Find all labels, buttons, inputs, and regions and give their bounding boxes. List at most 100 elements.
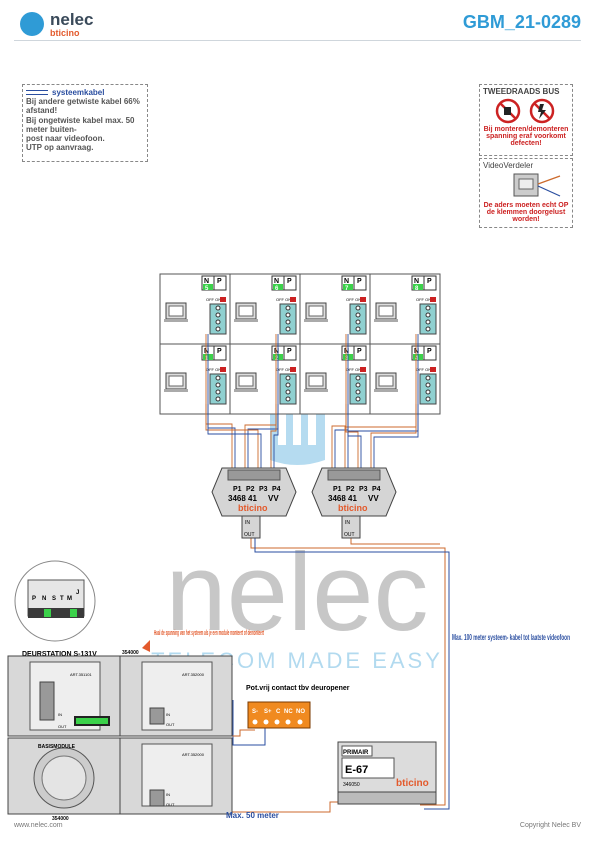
- keypad-label: M: [67, 596, 72, 602]
- terminal-label: N: [414, 348, 419, 355]
- port-label: P3: [259, 486, 268, 493]
- in-label: IN: [58, 712, 62, 717]
- logo-brand: bticino: [50, 28, 80, 38]
- switch-label: OFF ON: [276, 297, 291, 302]
- keypad-label: J: [76, 590, 79, 596]
- terminal-label: N: [204, 348, 209, 355]
- distributor-brand: bticino: [338, 503, 368, 513]
- warning-box: TWEEDRAADS BUS Bij monteren/demonteren s…: [479, 84, 573, 156]
- distributor-note-box: VideoVerdeler De aders moeten echt OP de…: [479, 158, 573, 228]
- legend-line: UTP op aanvraag.: [26, 143, 94, 153]
- distributor-note-text: De aders moeten echt OP de klemmen doorg…: [483, 202, 569, 223]
- port-label: P1: [333, 486, 342, 493]
- doc-code: GBM_21-0289: [462, 12, 581, 32]
- legend-line: Bij ongetwiste kabel max. 50 meter buite…: [26, 115, 135, 134]
- monitor-number: 3: [345, 356, 349, 362]
- switch-label: OFF ON: [416, 297, 431, 302]
- module-label: BASISMODULE: [38, 744, 76, 750]
- no-power-icon: [495, 98, 555, 124]
- door-station-title: DEURSTATION S-131V: [22, 651, 97, 658]
- terminal-label: P: [427, 348, 432, 355]
- relay-module: S- S+ C NC NO: [247, 701, 311, 729]
- port-label: P4: [272, 486, 281, 493]
- out-label: OUT: [166, 722, 175, 727]
- in-label: IN: [245, 520, 250, 526]
- footer-copyright: Copyright Nelec BV: [519, 822, 581, 829]
- legend-line: post naar videofoon.: [26, 133, 105, 143]
- terminal-label: P: [287, 278, 292, 285]
- distributor-model: 3468 41: [328, 494, 357, 503]
- monitor-number: 2: [275, 356, 279, 362]
- terminal-label: N: [344, 278, 349, 285]
- in-label: IN: [166, 712, 170, 717]
- distributor-1: P1 P2 P3 P4 3468 41 VV bticino IN OUT: [211, 467, 297, 539]
- keypad-label: T: [60, 596, 64, 602]
- distributor-2: P1 P2 P3 P4 3468 41 VV bticino IN OUT: [311, 467, 397, 539]
- out-label: OUT: [244, 532, 255, 538]
- art-side: ART.352000: [182, 752, 205, 757]
- legend-box: systeemkabel Bij andere getwiste kabel 6…: [22, 84, 148, 162]
- relay-terminal: NO: [296, 709, 305, 715]
- power-supply: PRIMAIR E-67 346050 bticino: [337, 741, 437, 805]
- monitor-number: 4: [415, 356, 419, 362]
- distributor-brand: bticino: [238, 503, 268, 513]
- terminal-label: N: [274, 348, 279, 355]
- switch-label: OFF ON: [276, 367, 291, 372]
- port-label: P2: [246, 486, 255, 493]
- psu-brand: bticino: [396, 778, 429, 789]
- monitor-number: 1: [205, 356, 209, 362]
- terminal-label: P: [427, 278, 432, 285]
- header-divider: [14, 40, 581, 41]
- psu-code: 346050: [343, 782, 360, 788]
- power-note: Haal de spanning van het systeem als je …: [154, 630, 264, 637]
- port-label: P3: [359, 486, 368, 493]
- monitor-number: 6: [275, 286, 279, 292]
- terminal-label: N: [344, 348, 349, 355]
- port-label: P1: [233, 486, 242, 493]
- in-label: IN: [345, 520, 350, 526]
- relay-terminal: NC: [284, 709, 293, 715]
- in-label: IN: [166, 792, 170, 797]
- art-main: ART.351101: [70, 672, 92, 677]
- cable-line-icon: [26, 90, 48, 96]
- terminal-label: N: [274, 278, 279, 285]
- warning-title: TWEEDRAADS BUS: [483, 87, 560, 96]
- monitor-number: 8: [415, 286, 419, 292]
- out-label: OUT: [166, 802, 175, 807]
- module-bottom-code: 354000: [52, 816, 69, 822]
- logo-name: nelec: [50, 10, 94, 29]
- switch-label: OFF ON: [346, 367, 361, 372]
- nelec-logo-icon: [20, 12, 44, 36]
- psu-model: E-67: [345, 764, 368, 776]
- monitor-number: 7: [345, 286, 349, 292]
- terminal-label: P: [217, 278, 222, 285]
- port-label: P2: [346, 486, 355, 493]
- keypad-label: P: [32, 596, 36, 602]
- keypad-detail: P N S T M J: [14, 560, 96, 642]
- art-side: ART.352000: [182, 672, 205, 677]
- monitor-number: 5: [205, 286, 209, 292]
- terminal-label: P: [287, 348, 292, 355]
- distributor-icon: [513, 173, 561, 197]
- door-station: 354000 354000 ART.351101 ART.352000 ART.…: [7, 650, 233, 822]
- relay-terminal: S-: [252, 709, 258, 715]
- switch-label: OFF ON: [346, 297, 361, 302]
- legend-line: Bij andere getwiste kabel 66% afstand!: [26, 97, 140, 116]
- out-label: OUT: [58, 724, 67, 729]
- contact-note: Pot.vrij contact tbv deuropener: [246, 685, 350, 692]
- terminal-label: N: [414, 278, 419, 285]
- terminal-label: P: [357, 278, 362, 285]
- module-top-code: 354000: [122, 650, 139, 656]
- distributor-suffix: VV: [268, 494, 279, 503]
- distributor-model: 3468 41: [228, 494, 257, 503]
- max-50-note: Max. 50 meter: [226, 811, 279, 820]
- terminal-label: N: [204, 278, 209, 285]
- out-label: OUT: [344, 532, 355, 538]
